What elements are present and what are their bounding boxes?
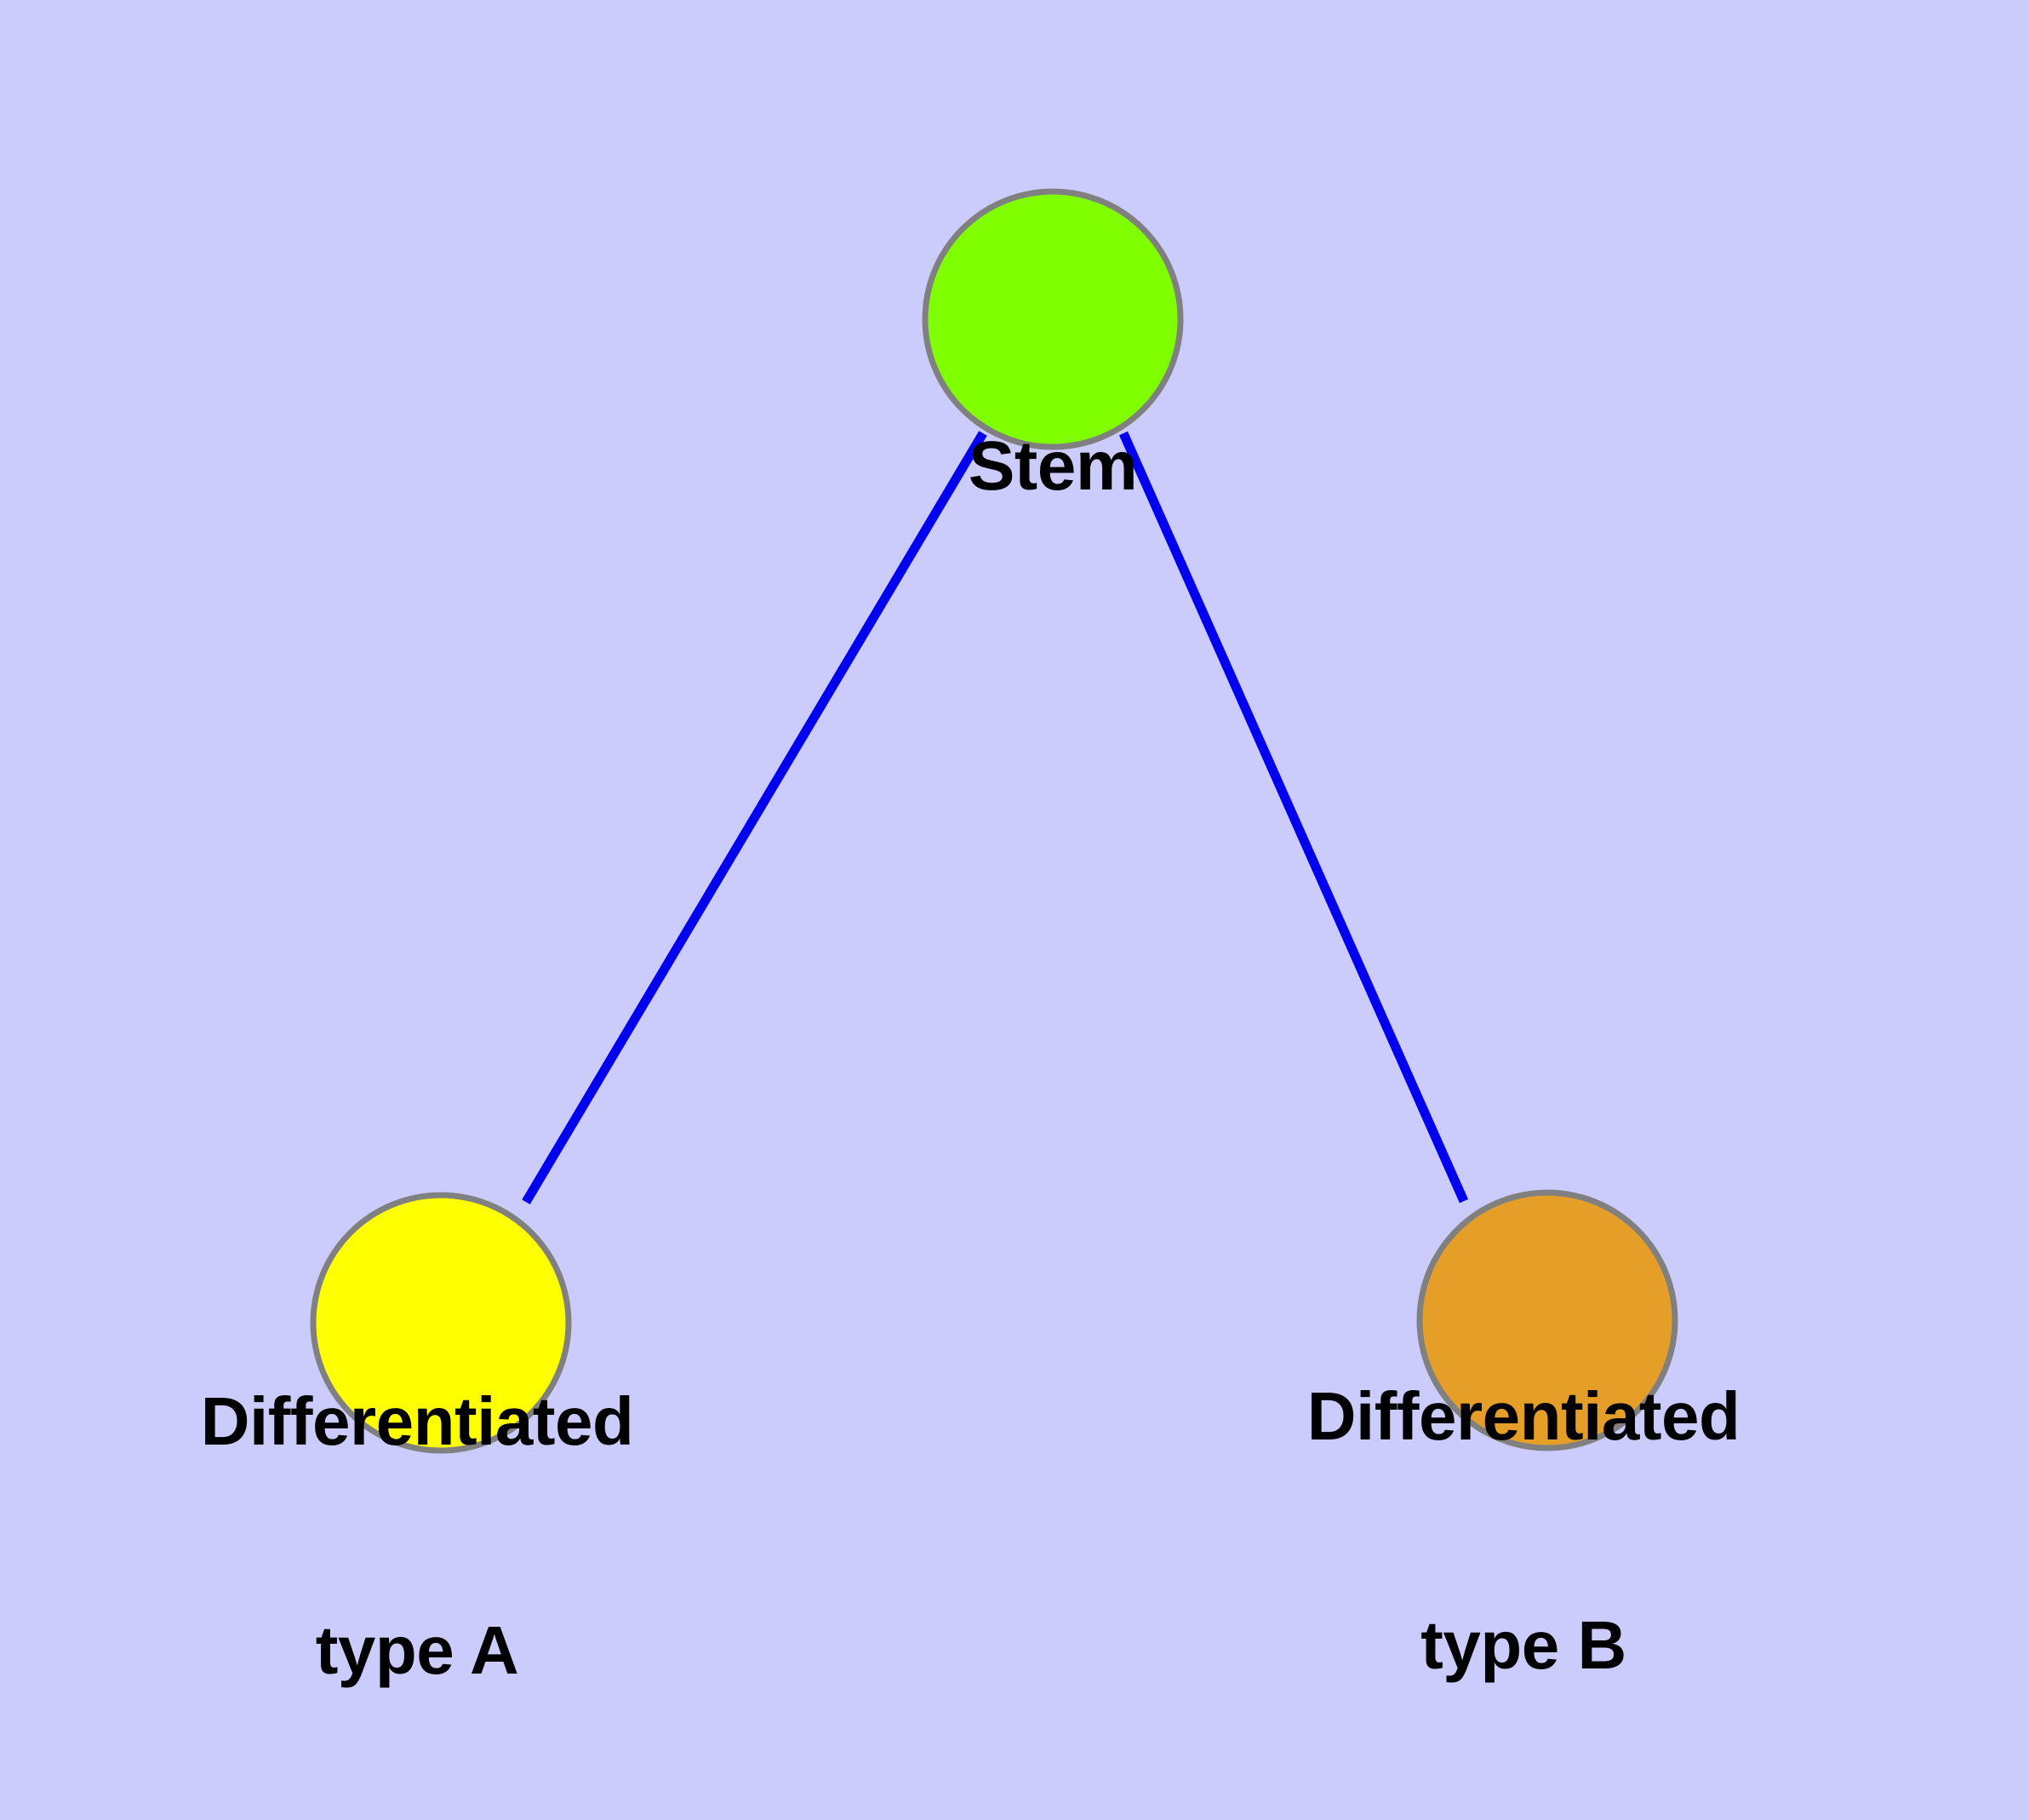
- nodes-group: [310, 188, 1678, 1454]
- edge-stem-to-differentiated-type-a[interactable]: [522, 431, 987, 1205]
- edges-group: [522, 431, 1469, 1205]
- node-differentiated-type-b[interactable]: [1416, 1189, 1678, 1451]
- node-stem[interactable]: [922, 188, 1184, 450]
- edge-stem-to-differentiated-type-b[interactable]: [1118, 431, 1469, 1204]
- node-differentiated-type-a[interactable]: [310, 1192, 572, 1454]
